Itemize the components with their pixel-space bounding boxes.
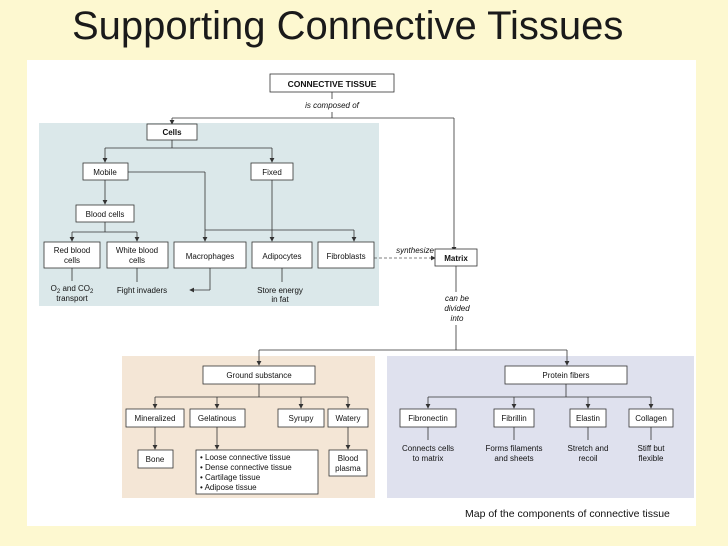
fixed-label: Fixed: [262, 168, 282, 177]
protein-fibers-label: Protein fibers: [542, 371, 589, 380]
white-blood-cells-label-1: White blood: [116, 246, 158, 255]
macrophages-label: Macrophages: [186, 252, 234, 261]
mineralized-label: Mineralized: [135, 414, 176, 423]
ground-substance-label: Ground substance: [226, 371, 292, 380]
gelatinous-box: [189, 408, 246, 428]
red-blood-cells-label-2: cells: [64, 256, 80, 265]
white-blood-cells-box: [106, 241, 169, 269]
collagen-label: Collagen: [635, 414, 667, 423]
concept-map-figure: CONNECTIVE TISSUE is composed of Cells M…: [27, 60, 696, 526]
red-blood-cells-label-1: Red blood: [54, 246, 90, 255]
synthesize-label: synthesize: [396, 246, 434, 255]
matrix-link-1: can be: [445, 294, 470, 303]
adipocytes-box: [251, 241, 313, 269]
white-blood-cells-label-2: cells: [129, 256, 145, 265]
figure-caption: Map of the components of connective tiss…: [465, 508, 670, 520]
fibrillin-function-1: Forms filaments: [486, 444, 543, 453]
composed-of-label: is composed of: [305, 101, 360, 110]
fibroblasts-label: Fibroblasts: [326, 252, 365, 261]
red-function-label-1: O2 and CO2: [51, 284, 94, 295]
red-function-label-2: transport: [56, 294, 88, 303]
macrophages-box: [173, 241, 247, 269]
fibroblasts-box: [317, 241, 375, 269]
gelatinous-label: Gelatinous: [198, 414, 236, 423]
fibronectin-label: Fibronectin: [408, 414, 448, 423]
bone-box: [137, 449, 174, 469]
elastin-function-1: Stretch and: [568, 444, 609, 453]
adipocytes-label: Adipocytes: [262, 252, 301, 261]
slide-title: Supporting Connective Tissues: [72, 4, 624, 48]
fibrillin-label: Fibrillin: [501, 414, 526, 423]
watery-label: Watery: [335, 414, 360, 423]
gelatinous-list-item-2: • Dense connective tissue: [200, 463, 292, 472]
gelatinous-list-box: [195, 449, 319, 495]
blood-plasma-label-2: plasma: [335, 464, 361, 473]
blood-plasma-label-1: Blood: [338, 454, 358, 463]
gelatinous-list-item-3: • Cartilage tissue: [200, 473, 261, 482]
collagen-function-2: flexible: [639, 454, 664, 463]
matrix-link-3: into: [451, 314, 464, 323]
connective-tissue-label: CONNECTIVE TISSUE: [288, 79, 377, 89]
red-blood-cells-box: [43, 241, 101, 269]
mobile-label: Mobile: [93, 168, 117, 177]
adipocyte-function-label-2: in fat: [271, 295, 289, 304]
adipocyte-function-label-1: Store energy: [257, 286, 303, 295]
blood-plasma-box: [328, 449, 368, 477]
gelatinous-list-item-1: • Loose connective tissue: [200, 453, 291, 462]
blood-cells-label: Blood cells: [86, 210, 125, 219]
fibronectin-function-2: to matrix: [413, 454, 444, 463]
white-function-label: Fight invaders: [117, 286, 167, 295]
elastin-label: Elastin: [576, 414, 600, 423]
collagen-function-1: Stiff but: [638, 444, 666, 453]
syrupy-box: [277, 408, 325, 428]
syrupy-label: Syrupy: [289, 414, 314, 423]
matrix-link-2: divided: [444, 304, 470, 313]
gelatinous-list-item-4: • Adipose tissue: [200, 483, 257, 492]
bone-label: Bone: [146, 455, 165, 464]
fibronectin-function-1: Connects cells: [402, 444, 454, 453]
concept-map: CONNECTIVE TISSUE is composed of Cells M…: [39, 73, 694, 498]
mobile-box: [82, 162, 129, 181]
cells-label: Cells: [162, 128, 182, 137]
fibrillin-function-2: and sheets: [494, 454, 533, 463]
matrix-label: Matrix: [444, 254, 468, 263]
elastin-function-2: recoil: [578, 454, 597, 463]
